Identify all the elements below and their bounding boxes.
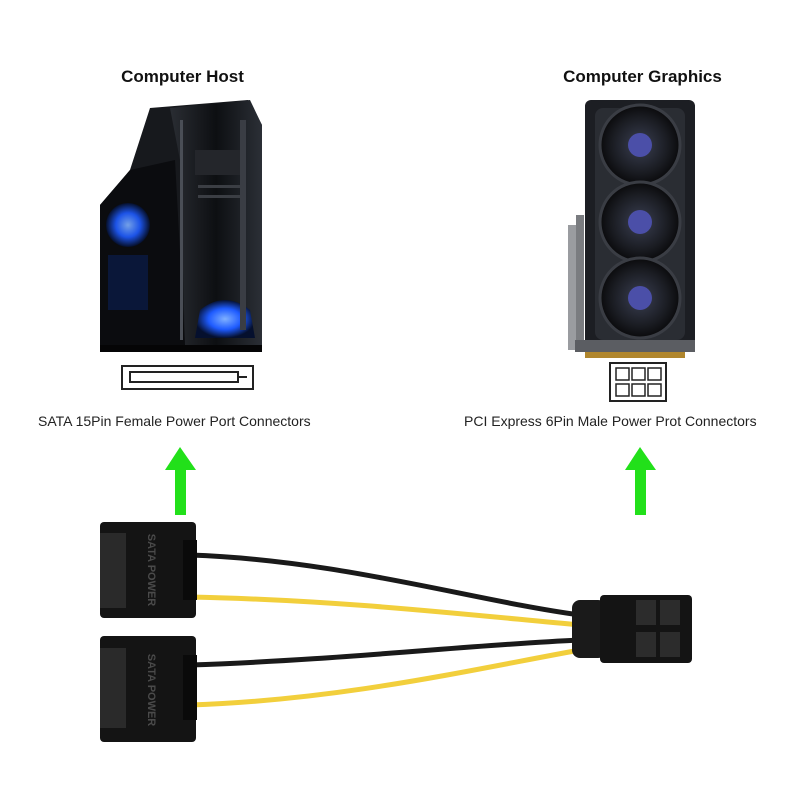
- pcie-port-caption: PCI Express 6Pin Male Power Prot Connect…: [464, 413, 757, 429]
- up-arrow-icon: [625, 447, 656, 515]
- sata-connector-bottom: SATA POWER: [100, 636, 197, 742]
- pcie-6pin-port-icon: [609, 362, 667, 402]
- sata-connector-label: SATA POWER: [145, 654, 157, 727]
- pcie-6pin-connector: [572, 595, 692, 663]
- graphics-card-icon: [568, 100, 695, 358]
- sata-port-caption: SATA 15Pin Female Power Port Connectors: [38, 413, 311, 429]
- pc-tower-icon: [100, 100, 262, 352]
- cable-wires: [187, 552, 593, 708]
- sata-connector-label: SATA POWER: [145, 534, 157, 607]
- up-arrow-icon: [165, 447, 196, 515]
- sata-connector-top: SATA POWER: [100, 522, 197, 618]
- sata-port-icon: [121, 365, 254, 390]
- computer-graphics-heading: Computer Graphics: [563, 67, 722, 86]
- computer-host-heading: Computer Host: [121, 67, 244, 86]
